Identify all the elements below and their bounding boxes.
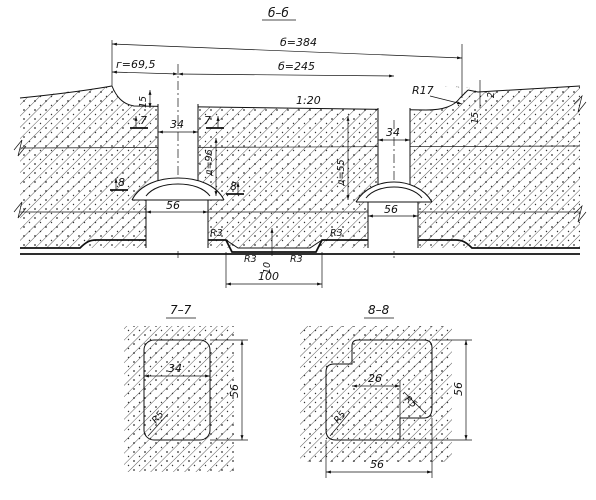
- r3-left-label: R3: [210, 228, 223, 239]
- s88-opening: [325, 339, 433, 441]
- dim-2-label: 2: [486, 92, 497, 98]
- concrete-body-dots: [20, 86, 580, 248]
- dim-spacing-label: б=245: [278, 60, 315, 73]
- dim-15-right-label: 15: [470, 112, 481, 124]
- section-7-7-title: 7–7: [170, 303, 192, 317]
- s77-leader-radius: [147, 413, 169, 437]
- dim-overall-label: б=384: [280, 36, 317, 49]
- cut-7-right-label: 7: [204, 114, 211, 127]
- top-channel: [112, 86, 468, 110]
- section-7-7: 7–7 34 56 R5: [124, 303, 248, 472]
- dim-line-overall: [111, 42, 463, 60]
- top-surface-right: [467, 85, 581, 93]
- break-mark-right-2: [573, 204, 587, 223]
- s77-opening: [143, 339, 211, 441]
- main-section: б–б: [13, 6, 587, 288]
- cut-7-left-label: 7: [140, 114, 147, 127]
- s77-height-label: 56: [228, 384, 241, 398]
- break-mark-left-2: [13, 201, 27, 219]
- dim-slot-right-label: 34: [386, 126, 400, 139]
- dim-depth-right-label: д=55: [336, 159, 347, 187]
- cut-8-right-label: 8: [230, 180, 237, 193]
- radius-r17-label: R17: [412, 84, 434, 97]
- s88-width-label: 56: [370, 458, 384, 471]
- r3-right-label: R3: [330, 228, 343, 239]
- dim-base-left-label: 56: [166, 199, 180, 212]
- base-line: [20, 239, 580, 253]
- main-section-title: б–б: [268, 6, 289, 20]
- s77-dots: [124, 326, 234, 472]
- break-mark-right-1: [573, 94, 587, 113]
- dim-groove-width-label: 100: [258, 270, 279, 283]
- chamber-left-outline: [131, 177, 225, 201]
- section-8-8-title: 8–8: [368, 303, 390, 317]
- s88-dots: [300, 326, 452, 462]
- dim-base-right-label: 56: [384, 203, 398, 216]
- dim-line-spacing: [177, 72, 395, 78]
- dim-groove-depth-label: 10: [262, 262, 273, 274]
- chamber-left-inner: [145, 183, 211, 197]
- bottom-groove: [225, 239, 323, 249]
- layer-line-1: [19, 145, 581, 149]
- dim-line-offset: [111, 70, 179, 76]
- s88-inner-label: 26: [368, 372, 382, 385]
- section-8-8: 8–8 26 56 56 R5 R5: [300, 303, 472, 478]
- r3-groove-left-label: R3: [244, 254, 257, 265]
- s88-height-label: 56: [452, 382, 465, 396]
- dim-depth-left-label: д=96: [204, 149, 215, 177]
- slope-label: 1:20: [296, 94, 321, 107]
- s88-leader-r-left: [329, 411, 351, 437]
- leader-r17: [429, 95, 463, 105]
- dim-15-left-label: 15: [138, 96, 149, 108]
- dim-slot-left-label: 34: [170, 118, 184, 131]
- chamber-right-outline: [355, 181, 433, 203]
- top-surface-line: [19, 85, 113, 99]
- break-mark-left-1: [13, 139, 27, 157]
- s77-width-label: 34: [168, 362, 182, 375]
- cut-8-left-label: 8: [118, 176, 125, 189]
- dim-offset-label: г=69,5: [116, 58, 156, 71]
- s88-leader-r-right: [403, 391, 427, 415]
- chamber-right-inner: [365, 186, 423, 199]
- base-strip: [20, 248, 580, 258]
- r3-groove-right-label: R3: [290, 254, 303, 265]
